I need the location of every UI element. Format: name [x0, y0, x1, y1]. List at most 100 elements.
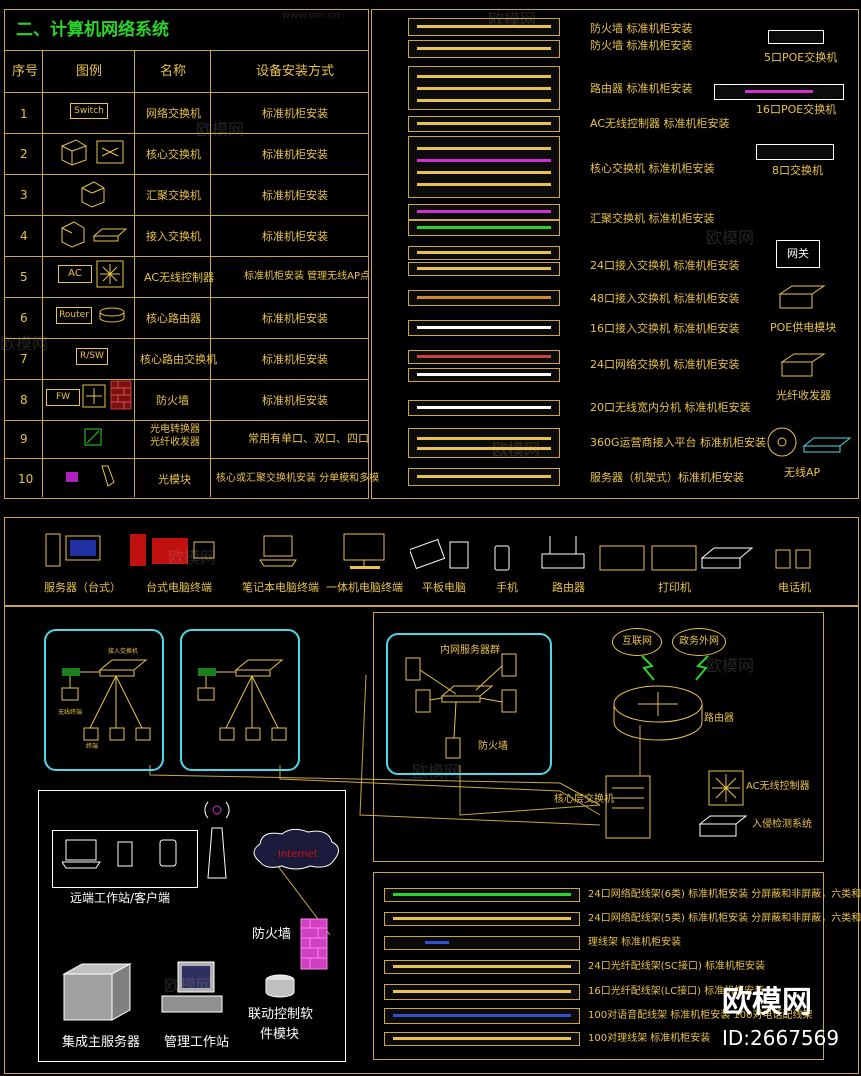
remote-clients-frame: [52, 830, 198, 888]
rack-server-unit: [408, 468, 560, 486]
internet-bubble: 互联网: [612, 628, 662, 656]
remote-workstation-label: 远端工作站/客户端: [70, 891, 171, 905]
row-no: 7: [20, 352, 28, 366]
rack-label: 汇聚交换机 标准机柜安装: [590, 212, 715, 225]
firewall-rack-unit: [408, 40, 560, 58]
row-install: 核心或汇聚交换机安装 分单模和多模: [216, 473, 380, 484]
row-install: 标准机柜安装: [262, 107, 328, 120]
row-no: 9: [20, 432, 28, 446]
router-rack-unit: [408, 66, 560, 110]
access-switch-48-rack-unit: [408, 290, 560, 306]
rack-label: 24口接入交换机 标准机柜安装: [590, 259, 740, 272]
patch-panel-label: 理线架 标准机柜安装: [588, 937, 682, 948]
patch-panel-label: 16口光纤配线架(LC接口) 标准机柜安装: [588, 986, 765, 997]
wireless-ap-icon: [767, 427, 797, 457]
terminal-label: 台式电脑终端: [146, 581, 212, 594]
ac-controller-rack-unit: [408, 116, 560, 132]
linkage-label-line1: 联动控制软: [248, 1007, 314, 1022]
router-label: 路由器: [704, 713, 734, 724]
device-label: POE供电模块: [770, 321, 837, 334]
section-title: 二、计算机网络系统: [16, 20, 169, 40]
printer-icon: [599, 545, 754, 571]
row-install: 标准机柜安装: [262, 312, 328, 325]
aggregation-switch-rack-unit: [408, 220, 560, 236]
core-layer-switch-icon: [605, 775, 651, 839]
patch-panel-frame: [373, 872, 824, 1060]
firewall-label: 防火墙: [252, 927, 292, 942]
row-install: 标准机柜安装: [262, 353, 328, 366]
header-legend: 图例: [76, 64, 103, 79]
watermark-site: 欧模网: [412, 762, 461, 781]
terminal-label: 电话机: [778, 581, 811, 594]
ac-legend-icon: AC: [58, 265, 92, 283]
core-switch-3d-icon: [61, 139, 87, 166]
poe-switch-16-icon: [714, 84, 844, 100]
device-label: 16口POE交换机: [756, 103, 837, 116]
mgmt-label: 管理工作站: [164, 1035, 230, 1050]
row-install: 标准机柜安装: [262, 230, 328, 243]
rack-label: 20口无线宽内分机 标准机柜安装: [590, 401, 751, 414]
internet-cloud-label: Internet: [278, 849, 318, 860]
remote-clients-icons: [62, 839, 177, 869]
core-switch-label: 核心层交换机: [554, 794, 614, 805]
core-switch-rack-unit: [408, 136, 560, 198]
patch-panel-unit: [384, 960, 580, 974]
rack-label: 16口接入交换机 标准机柜安装: [590, 322, 740, 335]
device-label: 无线AP: [784, 466, 821, 479]
lightning-icon: [641, 655, 709, 681]
terminal-label-small: 终端: [86, 743, 99, 750]
dmz-server-group: [386, 633, 552, 775]
terminal-label: 路由器: [552, 581, 585, 594]
watermark-site: 欧模网: [0, 334, 49, 353]
brand-logo: 欧模网: [722, 985, 812, 1020]
topology-frame: [4, 605, 859, 1074]
access-switch-24-rack-unit: [408, 262, 560, 276]
rack-equipment-frame: [371, 9, 859, 499]
linkage-label-line2: 件模块: [260, 1027, 300, 1042]
firewall-brick-icon-large: [300, 918, 328, 970]
patch-panel-unit: [384, 912, 580, 926]
legend-table-frame: [4, 9, 369, 499]
row-no: 8: [20, 393, 28, 407]
terminal-label: 打印机: [658, 581, 691, 594]
patch-panel-unit: [384, 984, 580, 1000]
operator-access-platform-rack-unit: [408, 428, 560, 458]
row-no: 6: [20, 311, 28, 325]
poe-switch-5-icon: [768, 30, 824, 44]
patch-panel-label: 100对语音配线架 标准机柜安装 100对电话配线架: [588, 1010, 813, 1021]
firewall-node-label: 防火墙: [478, 741, 508, 752]
patch-panel-label: 100对理线架 标准机柜安装: [588, 1033, 711, 1044]
operator-net-bubble: 政务外网: [672, 628, 726, 656]
optical-module-icon: [66, 472, 78, 482]
firewall-brick-icon: [110, 380, 132, 410]
terminal-label: 一体机电脑终端: [326, 581, 403, 594]
row-name-line1: 光电转换器: [150, 424, 200, 435]
rack-label: 核心交换机 标准机柜安装: [590, 162, 715, 175]
switch-8-icon: [756, 144, 834, 160]
row-no: 10: [18, 472, 34, 486]
row-no: 1: [20, 107, 28, 121]
router-device-icon: [541, 536, 585, 569]
row-name: 核心路由器: [146, 312, 201, 325]
watermark-site: 欧模网: [706, 656, 755, 675]
row-no: 4: [20, 229, 28, 243]
row-name-line2: 光纤收发器: [150, 437, 200, 448]
watermark-site: 欧模网: [706, 228, 755, 247]
dmz-group-label: 内网服务器群: [440, 645, 500, 656]
watermark-site: 欧模网: [492, 440, 541, 459]
core-switch-icon: [96, 140, 124, 164]
all-in-one-pc-icon: [343, 533, 385, 569]
ac-controller-star-icon: [96, 260, 124, 288]
aggregation-switch-rack-unit: [408, 204, 560, 220]
terminal-label: 平板电脑: [422, 581, 466, 594]
aggregation-switch-icon: [81, 181, 105, 208]
row-name: AC无线控制器: [144, 271, 215, 284]
access-group-1: [44, 629, 164, 771]
access-switch-24-rack-unit: [408, 246, 560, 260]
router-legend-icon: Router: [56, 307, 92, 324]
wireless-ap-flat-icon: [802, 437, 852, 453]
wireless-terminal-label: 无线终端: [58, 709, 83, 716]
ids-label: 入侵检测系统: [752, 819, 812, 830]
watermark-site: 欧模网: [168, 548, 217, 567]
rack-label: 路由器 标准机柜安装: [590, 82, 693, 95]
